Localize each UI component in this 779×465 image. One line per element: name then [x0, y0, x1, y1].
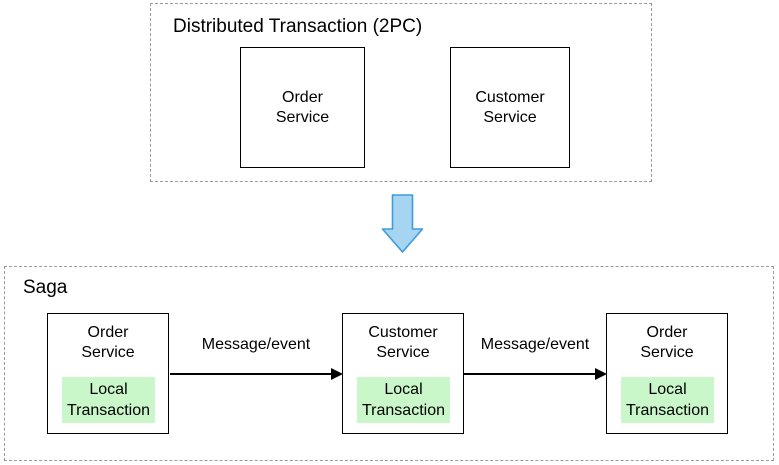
message-event-label-1: Message/event: [201, 336, 311, 353]
customer-service-box-2pc: Customer Service: [450, 47, 570, 168]
message-arrow-2: [464, 368, 607, 380]
saga-order-service-box-1: Order Service Local Transaction: [47, 313, 169, 434]
local-transaction-label: Local Transaction: [362, 381, 445, 419]
message-arrow-1: [170, 368, 343, 380]
local-transaction-label: Local Transaction: [626, 381, 709, 419]
customer-service-label: Customer Service: [475, 88, 545, 126]
distributed-transaction-title: Distributed Transaction (2PC): [173, 16, 423, 37]
down-arrow-icon: [381, 194, 424, 253]
saga-customer-service-box: Customer Service Local Transaction: [342, 313, 464, 434]
order-service-label: Order Service: [275, 88, 330, 126]
order-service-label: Order Service: [640, 324, 694, 361]
local-transaction-box: Local Transaction: [357, 377, 450, 423]
saga-order-service-box-2: Order Service Local Transaction: [606, 313, 728, 434]
local-transaction-label: Local Transaction: [67, 381, 150, 419]
local-transaction-box: Local Transaction: [62, 377, 155, 423]
message-event-label-2: Message/event: [480, 336, 590, 353]
order-service-label: Order Service: [81, 324, 135, 361]
local-transaction-box: Local Transaction: [621, 377, 714, 423]
saga-title: Saga: [23, 277, 68, 298]
order-service-box-2pc: Order Service: [240, 47, 365, 168]
customer-service-label: Customer Service: [368, 324, 438, 361]
distributed-transaction-panel: Distributed Transaction (2PC): [150, 3, 652, 182]
